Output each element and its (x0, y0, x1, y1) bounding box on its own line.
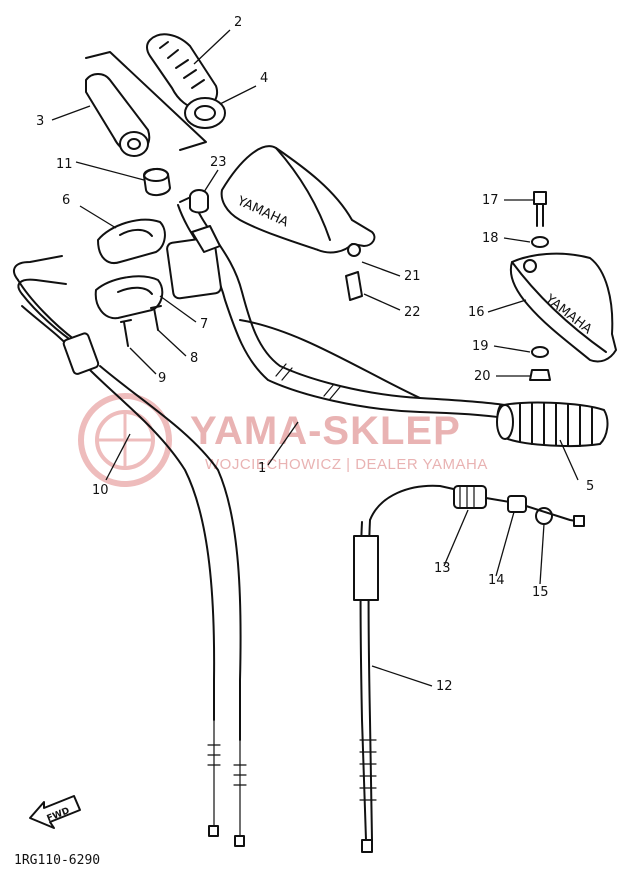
callout-13: 13 (434, 561, 451, 576)
callout-2: 2 (234, 15, 242, 30)
watermark-logo-icon (78, 393, 172, 487)
callout-4: 4 (260, 71, 268, 86)
watermark-title: YAMA-SKLEP (190, 409, 461, 453)
callout-11: 11 (56, 157, 73, 172)
callout-15: 15 (532, 585, 549, 600)
figure-code: 1RG110-6290 (14, 853, 100, 868)
watermark: YAMA-SKLEP WOJCIECHOWICZ | DEALER YAMAHA (78, 393, 488, 487)
callout-16: 16 (468, 305, 485, 320)
callout-6: 6 (62, 193, 70, 208)
right-grip (496, 401, 609, 447)
cap (189, 189, 209, 214)
throttle-housing (94, 218, 222, 320)
callout-19: 19 (472, 339, 489, 354)
callout-17: 17 (482, 193, 499, 208)
watermark-subtitle: WOJCIECHOWICZ | DEALER YAMAHA (205, 456, 488, 473)
throttle-cable (13, 255, 247, 847)
hand-guard-upper: YAMAHA (220, 145, 376, 301)
callout-7: 7 (200, 317, 208, 332)
callout-1: 1 (258, 461, 266, 476)
leader-lines (51, 29, 579, 687)
callout-20: 20 (474, 369, 491, 384)
callout-14: 14 (488, 573, 505, 588)
clutch-cable (353, 484, 585, 853)
hand-guard-right: YAMAHA (509, 252, 617, 363)
callout-21: 21 (404, 269, 421, 284)
callout-10: 10 (92, 483, 109, 498)
callout-9: 9 (158, 371, 166, 386)
callout-12: 12 (436, 679, 453, 694)
fwd-arrow: FWD (29, 795, 81, 829)
forward-arrow-icon (29, 795, 81, 829)
callouts: 2 3 4 5 6 7 8 9 10 11 23 1 12 13 14 15 1… (36, 15, 594, 694)
callout-8: 8 (190, 351, 198, 366)
screws (120, 305, 162, 347)
callout-3: 3 (36, 114, 44, 129)
throttle-assembly (85, 33, 226, 157)
collar (143, 168, 171, 196)
callout-18: 18 (482, 231, 499, 246)
callout-5: 5 (586, 479, 594, 494)
callout-22: 22 (404, 305, 421, 320)
guard-hardware (529, 191, 551, 381)
callout-23: 23 (210, 155, 227, 170)
